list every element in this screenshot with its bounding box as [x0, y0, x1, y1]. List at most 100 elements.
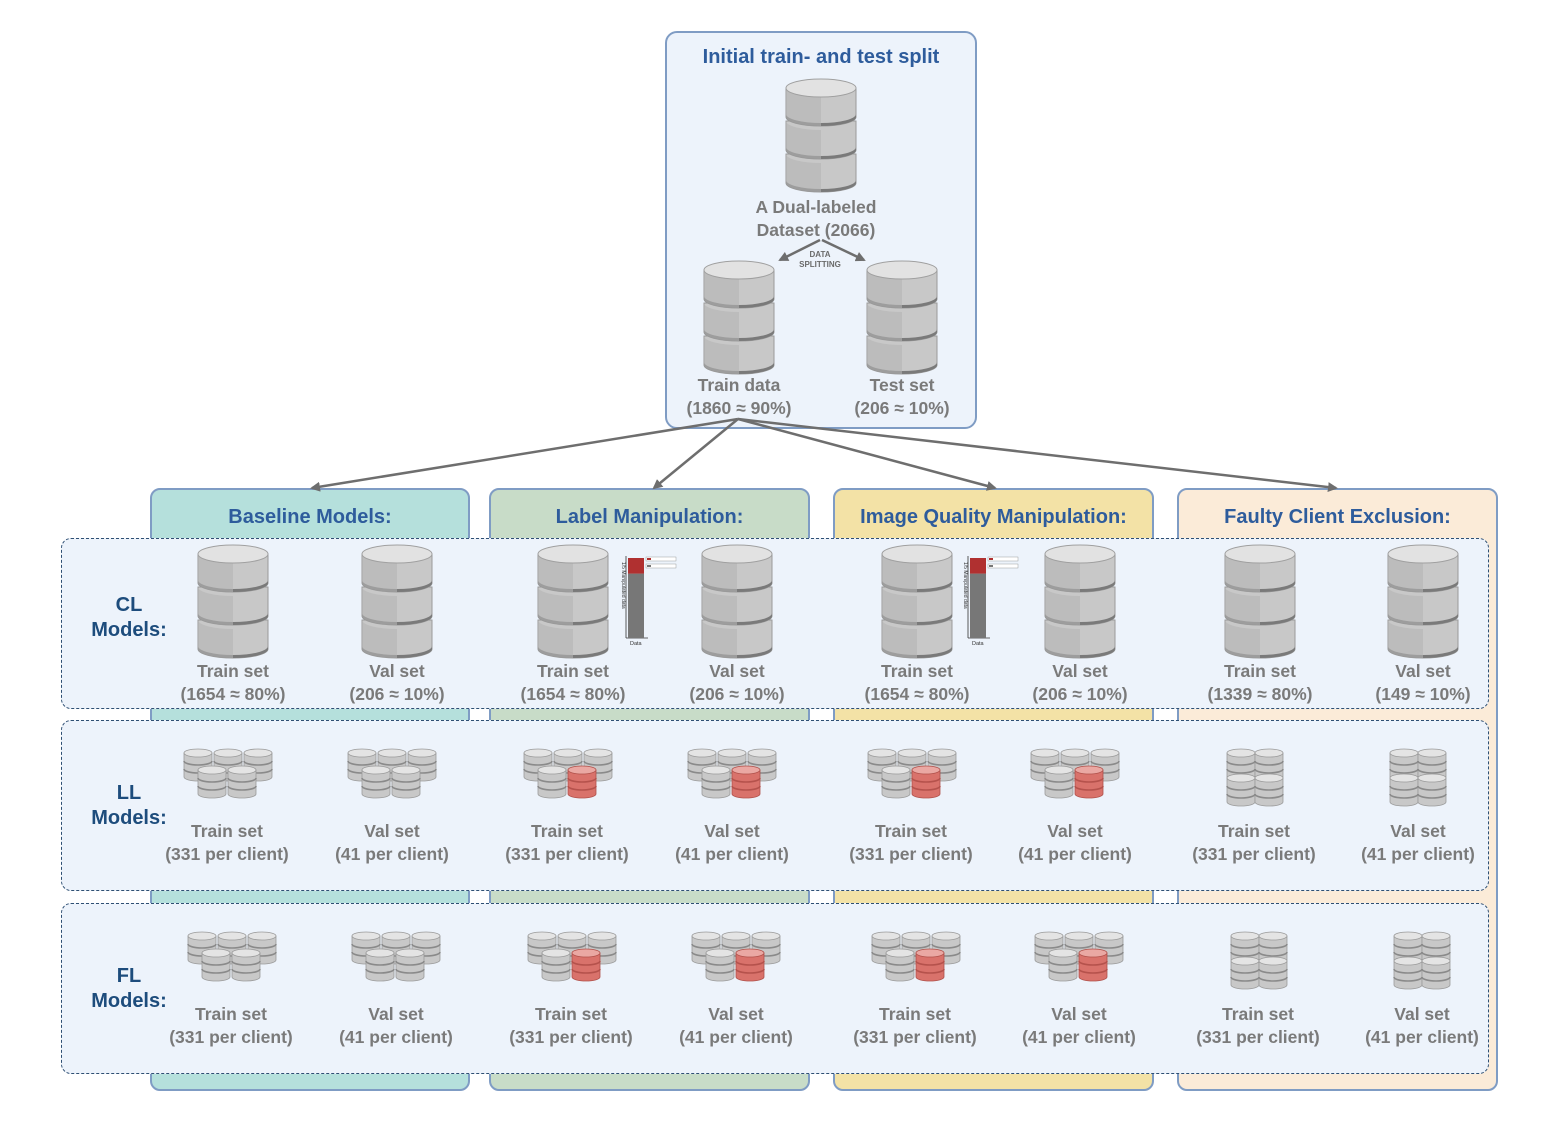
cl-val-database-icon [1387, 544, 1459, 659]
label-line: (331 per client) [169, 1027, 293, 1047]
ll-val-label: Val set(41 per client) [990, 820, 1160, 866]
label-line: (41 per client) [335, 844, 449, 864]
label-line: (1339 ≈ 80%) [1207, 684, 1313, 704]
label-line: (331 per client) [505, 844, 629, 864]
label-line: (331 per client) [509, 1027, 633, 1047]
test-set-label: Test set(206 ≈ 10%) [854, 375, 950, 418]
ll-train-clients-icon [1226, 748, 1284, 807]
cl-val-database-icon [701, 544, 773, 659]
column-title: Baseline Models: [228, 506, 392, 528]
label-line: (41 per client) [679, 1027, 793, 1047]
fl-val-clients-icon [1034, 931, 1124, 982]
cl-train-label: Train set (1339 ≈ 80%) [1175, 660, 1345, 706]
arrow-to-baseline [310, 417, 739, 492]
cl-val-label: Val set (206 ≈ 10%) [995, 660, 1165, 706]
ll-val-label: Val set(41 per client) [1333, 820, 1503, 866]
ll-train-label: Train set (331 per client) [1169, 820, 1339, 866]
fl-val-clients-icon [1393, 931, 1451, 990]
label-line: Train set [537, 661, 609, 681]
label-line: Val set [369, 661, 425, 681]
label-line: Val set [1051, 1004, 1107, 1024]
label-line: (331 per client) [1196, 1027, 1320, 1047]
cl-train-label: Train set (1654 ≈ 80%) [148, 660, 318, 706]
label-line: Val set [364, 821, 420, 841]
ll-val-clients-icon [1030, 748, 1120, 799]
train-data-database-icon [703, 260, 775, 375]
cl-train-label: Train set(1654 ≈ 80%) [488, 660, 658, 706]
ll-train-clients-icon [183, 748, 273, 799]
label-line: Val set [368, 1004, 424, 1024]
label-line: Train set [1222, 1004, 1294, 1024]
label-line: Train set [875, 821, 947, 841]
label-line: (149 ≈ 10%) [1375, 684, 1471, 704]
fl-train-clients-icon [527, 931, 617, 982]
cl-val-label: Val set(206 ≈ 10%) [652, 660, 822, 706]
cl-train-database-icon [537, 544, 609, 659]
label-line: (41 per client) [1018, 844, 1132, 864]
label-line: (41 per client) [1365, 1027, 1479, 1047]
cl-train-database-icon [1224, 544, 1296, 659]
column-title: Image Quality Manipulation: [860, 506, 1127, 528]
split-arrows [778, 238, 866, 262]
mini-chart-xlabel: Data [630, 641, 643, 647]
label-line: (1654 ≈ 80%) [864, 684, 970, 704]
initial-split-title: Initial train- and test split [702, 46, 940, 68]
fl-train-label: Train set (331 per client) [830, 1003, 1000, 1049]
ll-val-label: Val set(41 per client) [647, 820, 817, 866]
cl-val-database-icon [361, 544, 433, 659]
label-line: Val set [1394, 1004, 1450, 1024]
label-line: Train set [1224, 661, 1296, 681]
label-line: (41 per client) [339, 1027, 453, 1047]
label-line: (206 ≈ 10%) [349, 684, 445, 704]
test-set-database-icon [866, 260, 938, 375]
label-line: Val set [708, 1004, 764, 1024]
ll-val-clients-icon [687, 748, 777, 799]
ll-val-label: Val set (41 per client) [307, 820, 477, 866]
mini-chart-ylabel: 1/5 Manipulated data [962, 562, 968, 609]
label-line: Train set [879, 1004, 951, 1024]
ll-train-label: Train set (331 per client) [826, 820, 996, 866]
column-title: Faulty Client Exclusion: [1224, 506, 1451, 528]
fl-val-label: Val set (41 per client) [1337, 1003, 1507, 1049]
label-line: (206 ≈ 10%) [1032, 684, 1128, 704]
cl-train-database-icon [881, 544, 953, 659]
ll-train-label: Train set (331 per client) [142, 820, 312, 866]
fl-val-label: Val set(41 per client) [994, 1003, 1164, 1049]
label-line: Val set [1395, 661, 1451, 681]
label-line: Val set [1052, 661, 1108, 681]
label-line: Train set [1218, 821, 1290, 841]
fl-train-clients-icon [871, 931, 961, 982]
ll-val-clients-icon [347, 748, 437, 799]
fl-train-clients-icon [187, 931, 277, 982]
mini-chart-xlabel: Data [972, 641, 985, 647]
label-line: (41 per client) [1361, 844, 1475, 864]
label-line: (331 per client) [165, 844, 289, 864]
row-ll [61, 720, 1489, 891]
mini-chart-ylabel: 1/5 Manipulated data [620, 562, 626, 609]
label-line: Val set [704, 821, 760, 841]
label-line: (1654 ≈ 80%) [180, 684, 286, 704]
fl-val-clients-icon [351, 931, 441, 982]
label-line: Train set [197, 661, 269, 681]
fl-train-clients-icon [1230, 931, 1288, 990]
fl-val-label: Val set (41 per client) [311, 1003, 481, 1049]
label-line: (331 per client) [853, 1027, 977, 1047]
ll-val-clients-icon [1389, 748, 1447, 807]
arrow-to-test-set [821, 238, 866, 262]
label-line: (331 per client) [849, 844, 973, 864]
label-line: (331 per client) [1192, 844, 1316, 864]
label-line: (206 ≈ 10%) [689, 684, 785, 704]
fl-val-clients-icon [691, 931, 781, 982]
cl-train-label: Train set(1654 ≈ 80%) [832, 660, 1002, 706]
label-line: Train set [191, 821, 263, 841]
train-data-label: Train data(1860 ≈ 90%) [686, 375, 792, 418]
arrow-to-train-data [778, 238, 821, 262]
distribution-arrows [310, 417, 1338, 493]
ll-train-label: Train set(331 per client) [482, 820, 652, 866]
